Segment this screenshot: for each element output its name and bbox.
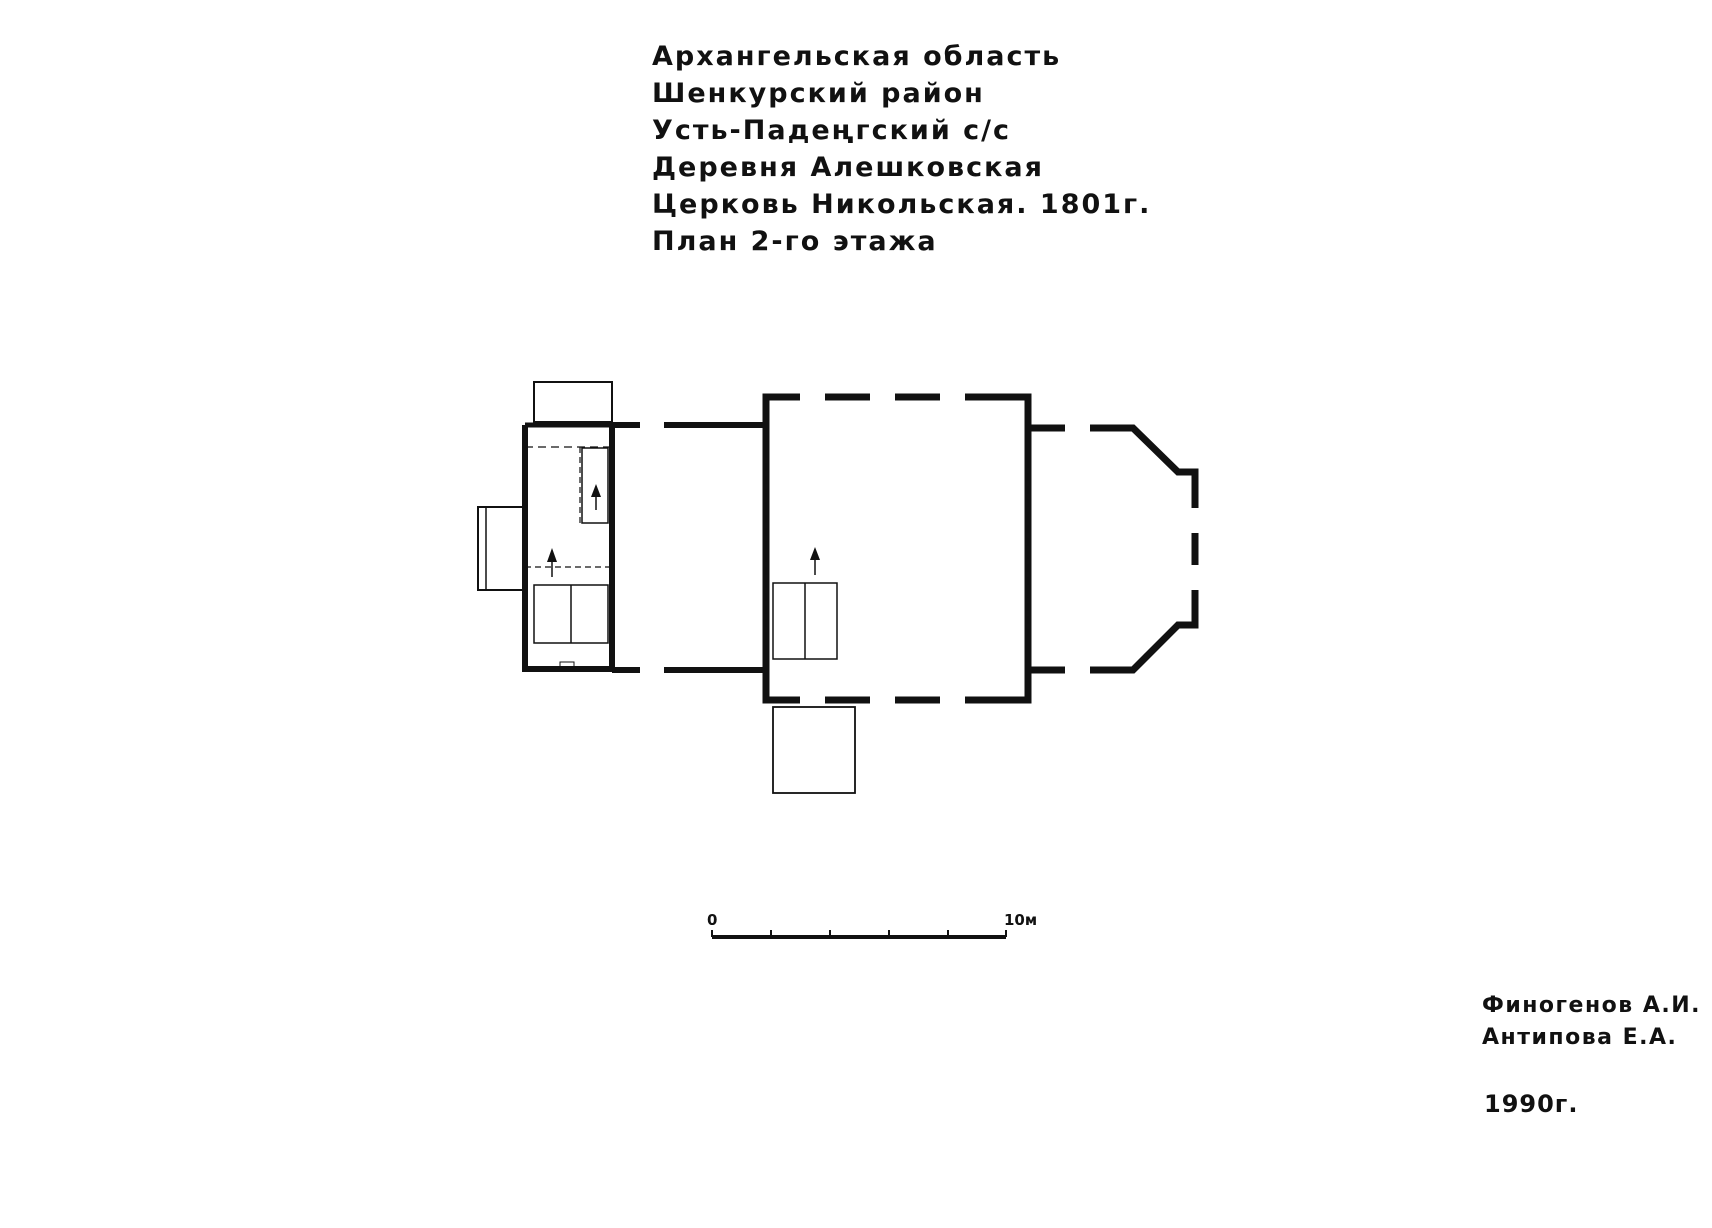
porch-south: [772, 706, 856, 794]
west-stair-block: [522, 422, 615, 672]
author-2: Антипова Е.А.: [1482, 1025, 1678, 1050]
title-region: Архангельская область: [652, 41, 1062, 72]
drawing-year: 1990г.: [1484, 1090, 1579, 1118]
arrow-nave-stair: [810, 547, 820, 560]
arrow-west-stair: [547, 548, 557, 562]
scale-start-label: 0: [707, 911, 717, 929]
landing-west: [477, 506, 526, 591]
title-village: Деревня Алешковская: [652, 152, 1044, 183]
author-1: Финогенов А.И.: [1482, 993, 1702, 1018]
porch-north: [533, 381, 613, 423]
scale-end-label: 10м: [1004, 911, 1037, 929]
title-district: Шенкурский район: [652, 78, 985, 109]
scale-bar: [711, 930, 1007, 939]
arrow-upper-stair: [591, 484, 601, 497]
authors-block: Финогенов А.И. Антипова Е.А.: [1482, 990, 1701, 1054]
nave-walls: [762, 393, 1032, 704]
apse-walls: [1028, 424, 1199, 674]
title-council: Усть-Падеңгский с/с: [652, 115, 1012, 146]
title-church: Церковь Никольская. 1801г.: [652, 189, 1152, 220]
refectory-walls: [609, 422, 766, 673]
title-plan: План 2-го этажа: [652, 226, 938, 257]
title-block: Архангельская область Шенкурский район У…: [652, 38, 1151, 260]
